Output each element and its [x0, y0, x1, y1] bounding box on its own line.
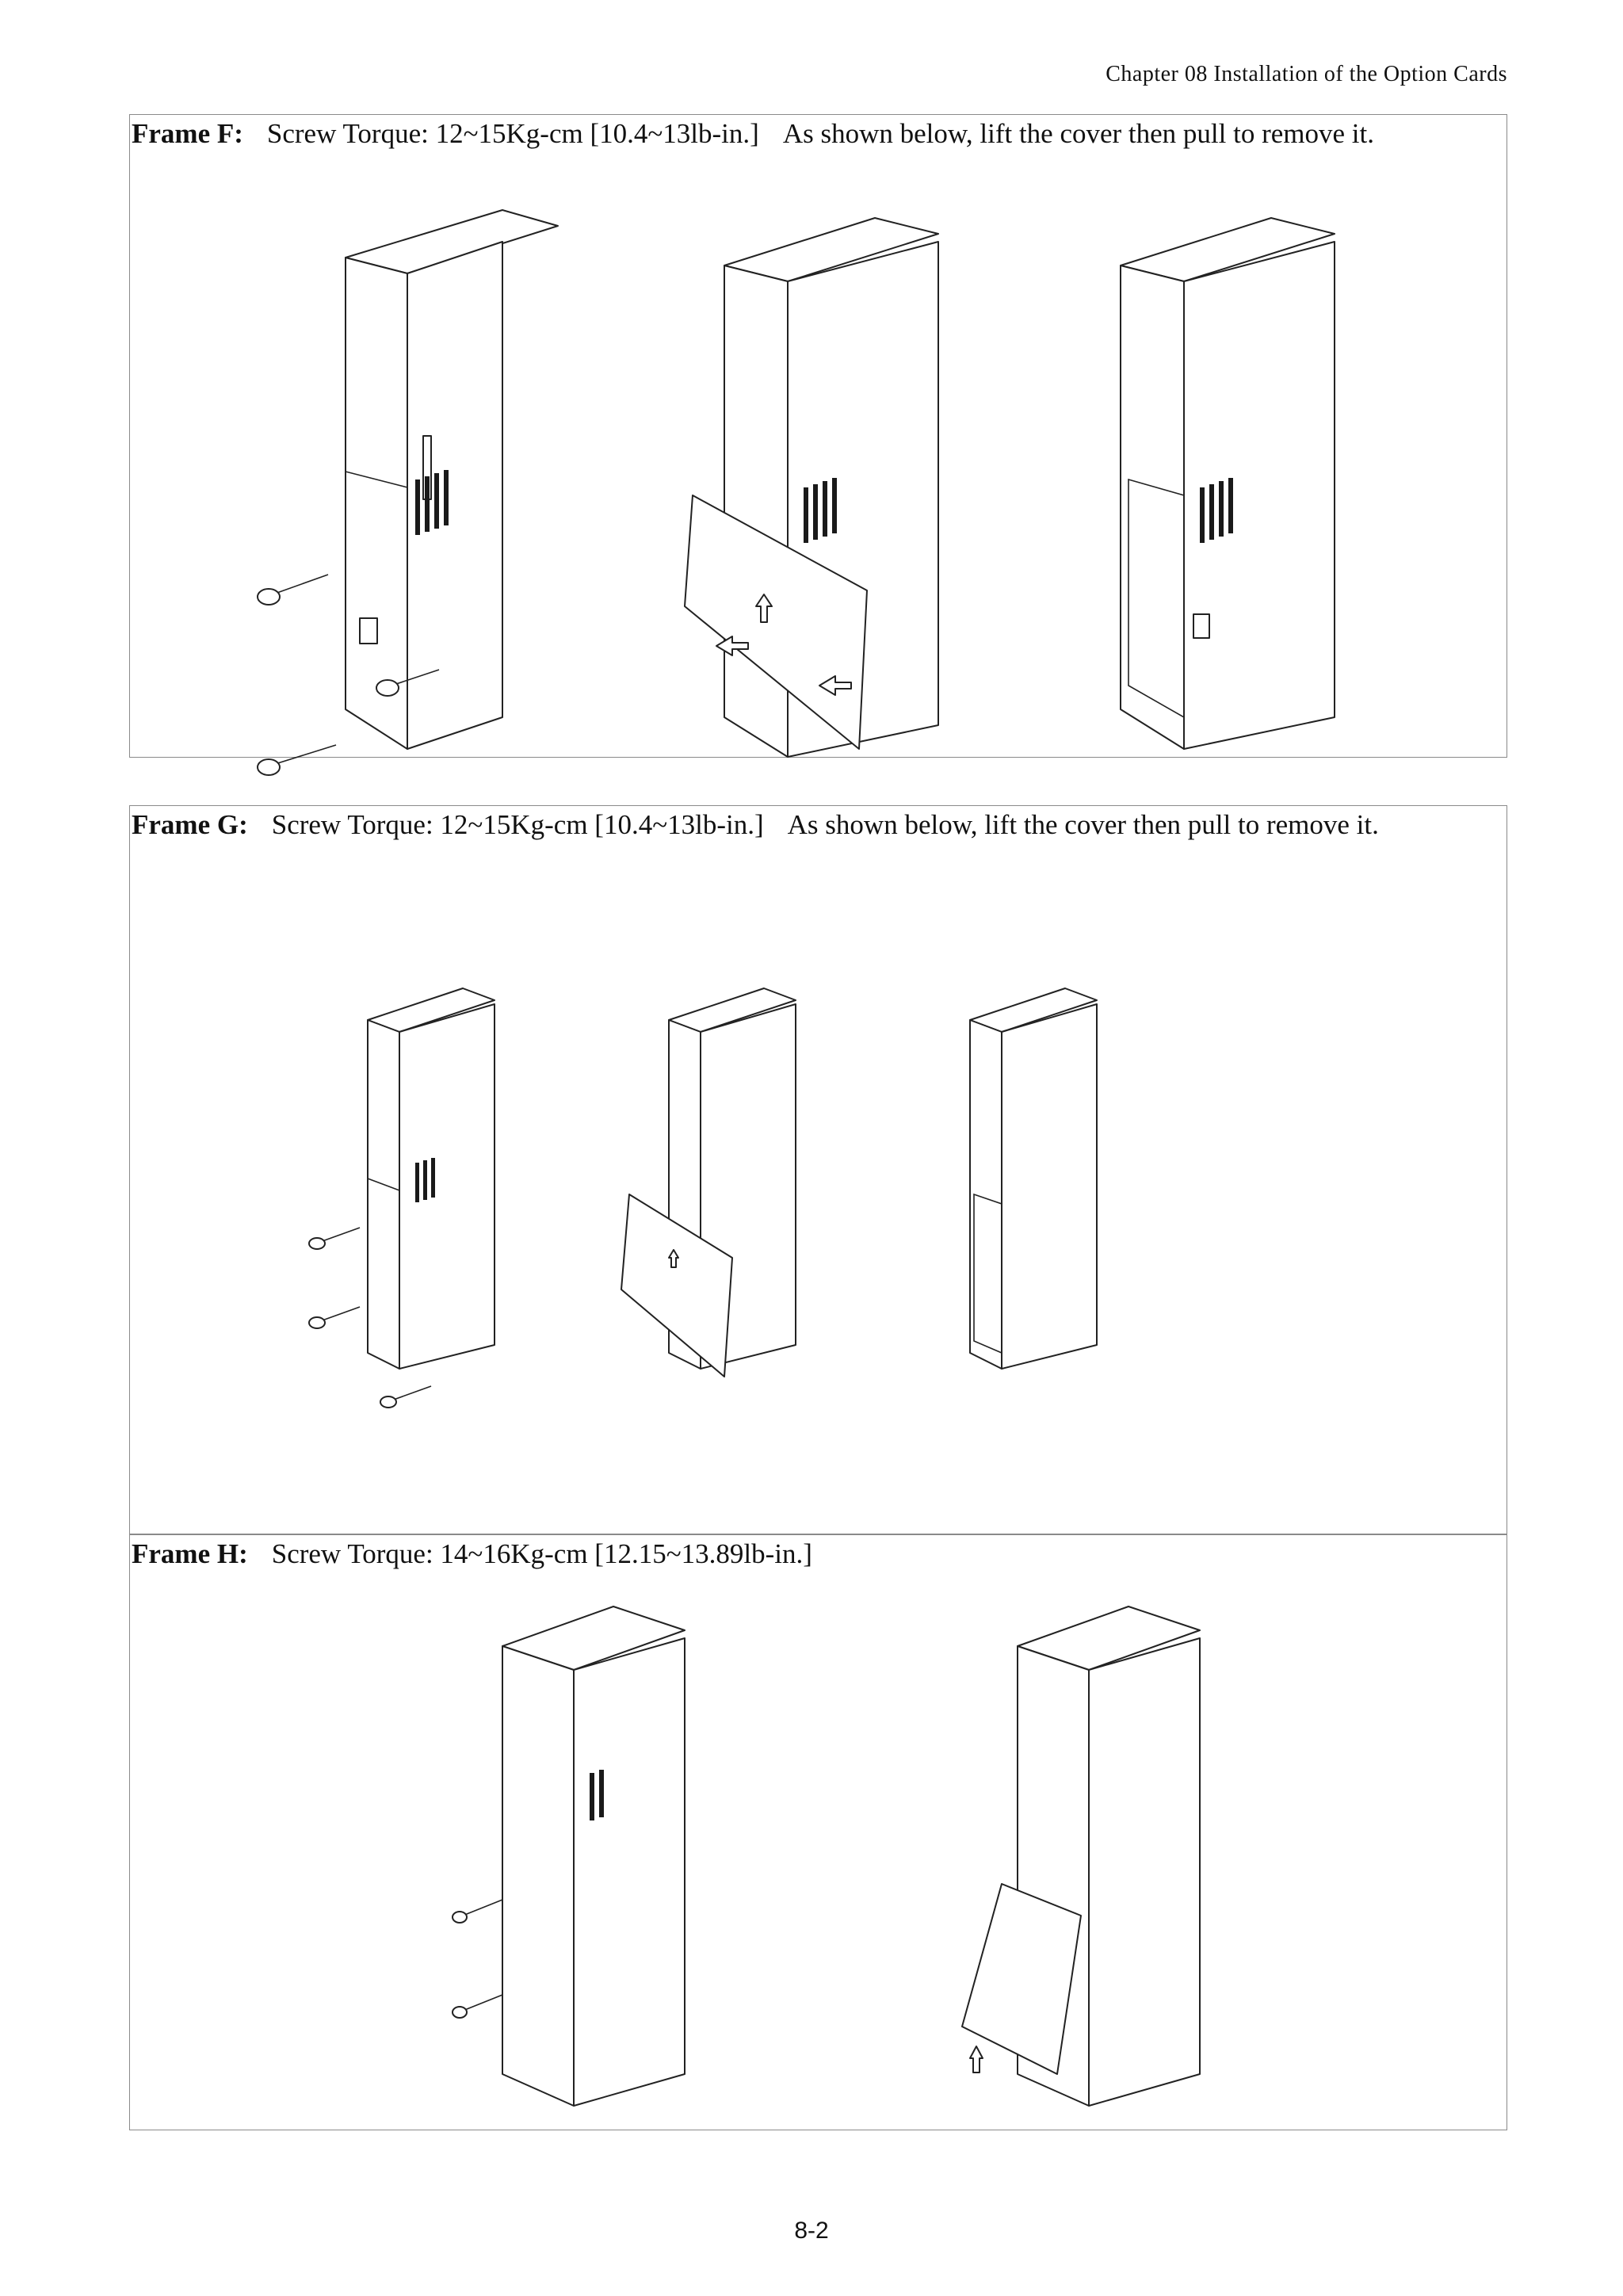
- screwdriver-icon: [257, 574, 329, 606]
- screwdriver-icon: [452, 1994, 503, 2019]
- frame-f-open-drive-illustration: [1120, 217, 1335, 750]
- arrow-up-icon: [969, 2046, 983, 2073]
- frame-f-panel: Frame F: Screw Torque: 12~15Kg-cm [10.4~1…: [129, 114, 1507, 776]
- frame-f-cover-removal-illustration: [684, 217, 939, 758]
- page-number: 8-2: [794, 2218, 829, 2244]
- frame-h-panel: Frame H: Screw Torque: 14~16Kg-cm [12.15~…: [129, 1534, 1507, 2130]
- frame-g-panel: Frame G: Screw Torque: 12~15Kg-cm [10.4~1…: [129, 805, 1507, 1534]
- arrow-up-icon: [668, 1249, 679, 1268]
- arrow-up-icon: [755, 594, 773, 623]
- screwdriver-icon: [376, 669, 440, 697]
- frame-g-label: Frame G:: [132, 809, 248, 840]
- frame-g-drive-closed-illustration: [308, 988, 495, 1408]
- frame-g-open-drive-illustration: [969, 988, 1098, 1370]
- frame-f-drive-closed-illustration: [257, 209, 559, 776]
- frame-f-label: Frame F:: [132, 118, 243, 149]
- front-cover-panel: [621, 1194, 733, 1377]
- screwdriver-icon: [257, 744, 337, 776]
- frame-g-torque: Screw Torque: 12~15Kg-cm [10.4~13lb-in.]: [271, 809, 764, 840]
- arrow-icon: [819, 675, 852, 696]
- frame-h-torque: Screw Torque: 14~16Kg-cm [12.15~13.89lb-…: [271, 1538, 812, 1569]
- frame-f-title: Frame F: Screw Torque: 12~15Kg-cm [10.4~1…: [132, 118, 1374, 150]
- screwdriver-icon: [308, 1227, 361, 1250]
- screwdriver-icon: [308, 1306, 361, 1329]
- frame-g-cover-removal-illustration: [621, 988, 796, 1377]
- screwdriver-icon: [452, 1899, 503, 1924]
- frame-h-label: Frame H:: [132, 1538, 248, 1569]
- frame-g-title: Frame G: Screw Torque: 12~15Kg-cm [10.4~1…: [132, 809, 1379, 841]
- frame-h-drive-closed-illustration: [452, 1606, 685, 2107]
- frame-h-title: Frame H: Screw Torque: 14~16Kg-cm [12.15~…: [132, 1538, 812, 1570]
- frame-g-instruction: As shown below, lift the cover then pull…: [787, 809, 1379, 840]
- frame-f-torque: Screw Torque: 12~15Kg-cm [10.4~13lb-in.]: [266, 118, 759, 149]
- frame-h-cover-removal-illustration: [961, 1606, 1201, 2107]
- arrow-icon: [716, 636, 749, 656]
- chapter-header: Chapter 08 Installation of the Option Ca…: [1106, 62, 1507, 86]
- frame-f-instruction: As shown below, lift the cover then pull…: [782, 118, 1375, 149]
- front-cover-panel: [961, 1883, 1082, 2075]
- screwdriver-icon: [380, 1385, 432, 1408]
